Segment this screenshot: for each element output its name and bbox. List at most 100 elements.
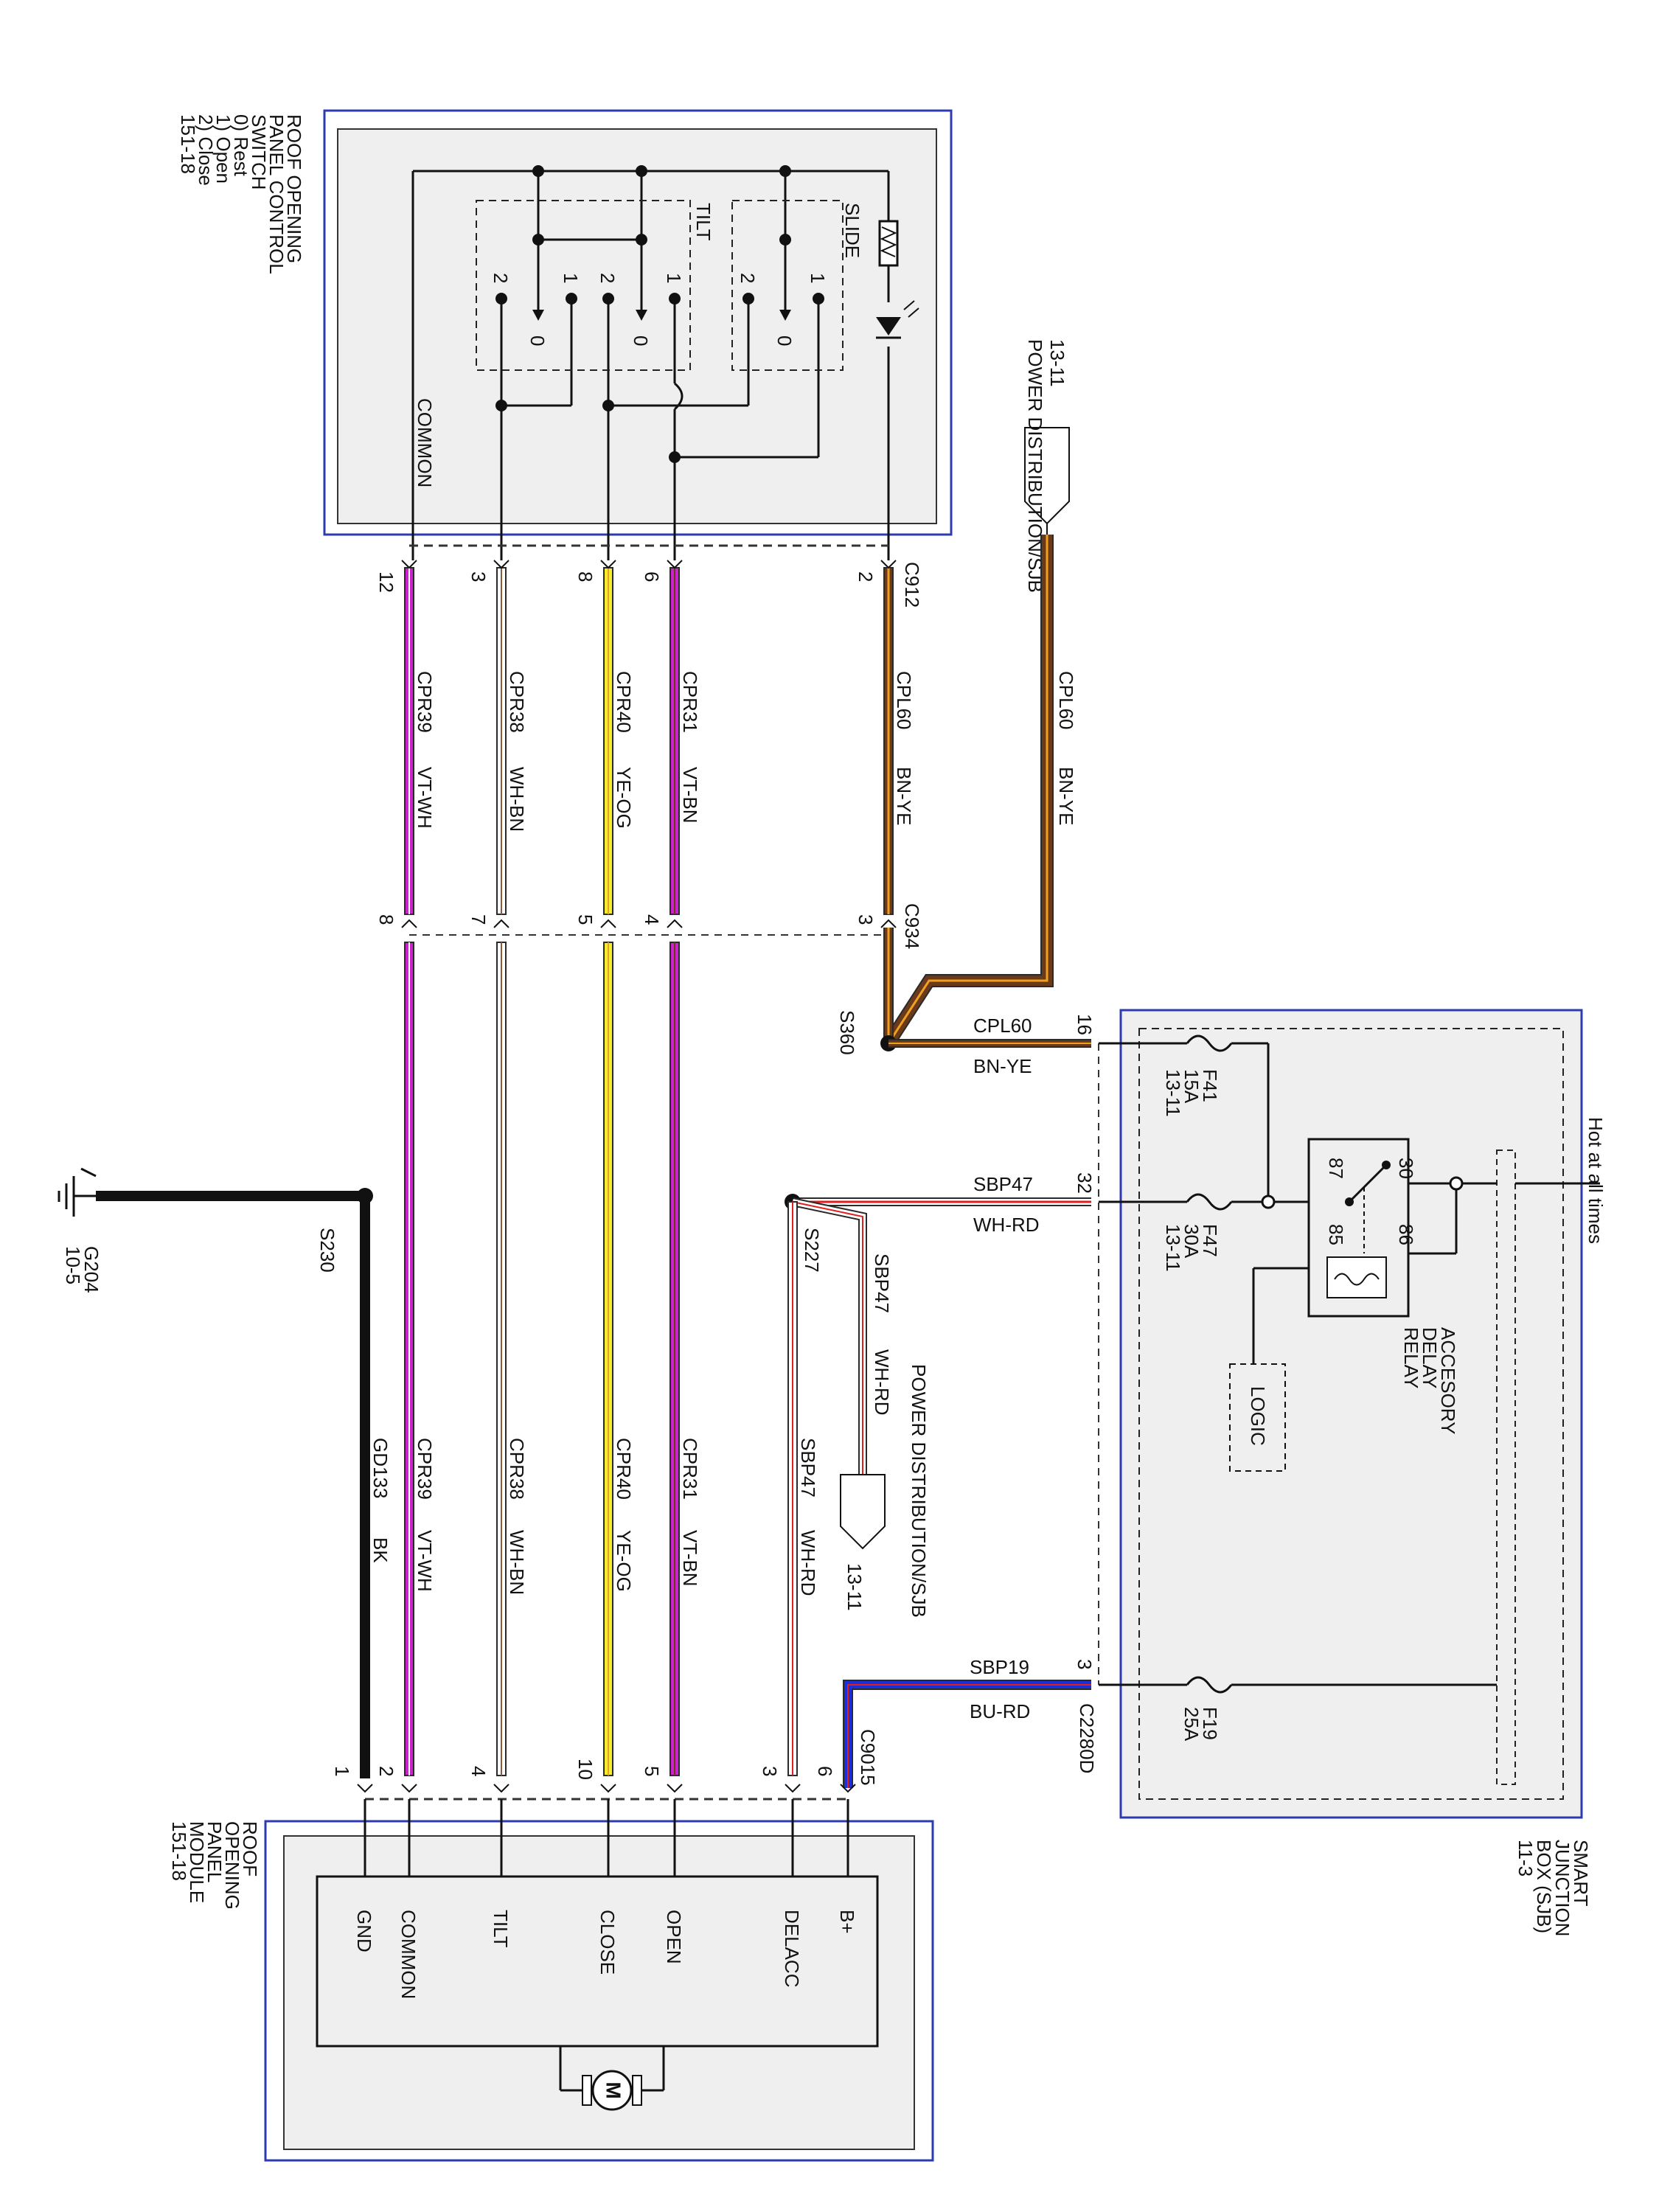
svg-text:7: 7: [467, 914, 490, 925]
svg-text:13-11: 13-11: [1162, 1069, 1184, 1117]
fuse-f41: F41 15A 13-11: [1162, 1069, 1221, 1117]
svg-text:ROOF OPENING: ROOF OPENING: [283, 114, 305, 263]
sbp19-h-circuit: SBP19: [970, 1656, 1029, 1678]
roof-module-block: GND COMMON TILT CLOSE OPEN DELACC B+ M R…: [168, 1799, 934, 2162]
svg-text:ROOF: ROOF: [239, 1821, 261, 1877]
svg-text:0: 0: [773, 335, 796, 346]
lower-harness-wires: [360, 942, 798, 1778]
module-pin-leads: [364, 1799, 849, 1877]
s227-label: S227: [801, 1228, 823, 1273]
switch-common-label: COMMON: [414, 398, 436, 487]
led-icon: [876, 300, 919, 339]
svg-text:10-5: 10-5: [62, 1246, 84, 1284]
c2280d-label: C2280D: [1076, 1703, 1098, 1773]
c9015-label: C9015: [857, 1729, 879, 1786]
hot-at-all-times: Hot at all times: [1585, 1117, 1607, 1244]
svg-text:3: 3: [467, 571, 490, 582]
sjb-title: SMART JUNCTION BOX (SJB) 11-3: [1514, 1840, 1592, 1936]
svg-text:87: 87: [1325, 1158, 1347, 1179]
svg-text:VT-WH: VT-WH: [414, 767, 436, 829]
svg-text:CPR39: CPR39: [414, 671, 436, 733]
module-pin-labels: GND COMMON TILT CLOSE OPEN DELACC B+: [353, 1910, 858, 1999]
svg-text:F47: F47: [1199, 1224, 1221, 1257]
logic-block: LOGIC: [1229, 1363, 1286, 1472]
svg-text:2) Close: 2) Close: [195, 114, 217, 186]
svg-text:30A: 30A: [1180, 1224, 1203, 1259]
svg-text:CPL60: CPL60: [893, 671, 915, 730]
sbp19-h-pin: 3: [1074, 1659, 1096, 1669]
svg-text:1: 1: [560, 273, 582, 283]
svg-text:YE-OG: YE-OG: [613, 767, 635, 829]
svg-text:CPR38: CPR38: [506, 671, 528, 733]
svg-text:SMART: SMART: [1570, 1840, 1592, 1907]
cpl60-top-circuit: CPL60: [1055, 671, 1077, 730]
svg-text:6: 6: [814, 1766, 836, 1776]
lower-wire-labels: GD133 BK CPR39 VT-WH CPR38 WH-BN CPR40 Y…: [369, 1438, 819, 1596]
fuse-f19: F19 25A: [1180, 1707, 1221, 1742]
svg-text:151-18: 151-18: [177, 114, 199, 174]
roof-switch-block: TILT SLIDE 2 1 2 1 2 1 0 0 0 COMMON ROOF…: [177, 109, 953, 560]
svg-text:4: 4: [467, 1766, 490, 1776]
switch-title: ROOF OPENING PANEL CONTROL SWITCH 0) Res…: [177, 114, 305, 274]
slide-dashed-box: [731, 200, 844, 371]
sbp47-h-pin: 32: [1074, 1172, 1096, 1194]
svg-text:MODULE: MODULE: [186, 1821, 208, 1903]
sbp47-h-color: WH-RD: [973, 1214, 1040, 1236]
svg-text:BOX (SJB): BOX (SJB): [1533, 1840, 1555, 1933]
svg-text:1: 1: [807, 273, 829, 283]
svg-text:SBP47: SBP47: [797, 1438, 819, 1498]
svg-text:TILT: TILT: [490, 1910, 512, 1948]
svg-text:2: 2: [490, 273, 512, 283]
svg-text:0: 0: [526, 335, 549, 346]
svg-text:LOGIC: LOGIC: [1247, 1386, 1269, 1446]
sjb-dashed-box: [1138, 1028, 1564, 1800]
svg-text:VT-BN: VT-BN: [679, 767, 701, 824]
power-mid-connector-icon: [840, 1474, 886, 1550]
svg-text:GD133: GD133: [369, 1438, 392, 1498]
module-outer-frame: [264, 1820, 934, 2162]
svg-text:VT-WH: VT-WH: [414, 1530, 436, 1592]
svg-text:3: 3: [759, 1766, 781, 1776]
cpl60-h-circuit: CPL60: [973, 1015, 1032, 1037]
accessory-delay-relay: 30 87 86 85 ACCESORY DELAY RELAY: [1307, 1138, 1459, 1434]
svg-text:CPR40: CPR40: [613, 1438, 635, 1500]
power-distribution-mid: POWER DISTRIBUTION/SJB 13-11: [840, 1364, 930, 1618]
svg-text:8: 8: [574, 571, 597, 582]
svg-text:2: 2: [855, 571, 877, 582]
svg-text:M: M: [602, 2081, 625, 2098]
svg-text:DELAY: DELAY: [1419, 1327, 1441, 1388]
s360-label: S360: [836, 1010, 858, 1055]
relay-coil-icon: [1326, 1256, 1387, 1298]
svg-text:0) Rest: 0) Rest: [230, 114, 252, 177]
switch-junction-dots: [495, 165, 824, 463]
svg-text:CPR40: CPR40: [613, 671, 635, 733]
svg-text:13-11: 13-11: [844, 1563, 866, 1611]
svg-text:JUNCTION: JUNCTION: [1551, 1840, 1573, 1936]
switch-arrow-heads: [532, 310, 791, 321]
svg-text:POWER DISTRIBUTION/SJB: POWER DISTRIBUTION/SJB: [908, 1364, 930, 1618]
tilt-label: TILT: [692, 203, 714, 241]
svg-text:2: 2: [737, 273, 759, 283]
s230-label: S230: [316, 1228, 338, 1273]
switch-inner-box: [337, 128, 937, 524]
svg-text:85: 85: [1325, 1224, 1347, 1245]
svg-text:151-18: 151-18: [168, 1821, 190, 1881]
sbp47-branch-circuit: SBP47: [871, 1253, 893, 1313]
svg-text:F41: F41: [1199, 1069, 1221, 1102]
wire-cpl60-top: [883, 535, 1054, 1047]
sbp47-branch-color: WH-RD: [871, 1349, 893, 1416]
cpl60-h-color: BN-YE: [973, 1055, 1032, 1077]
lower-pin-labels: 1 2 4 10 5 3 6: [331, 1759, 836, 1780]
sbp47-h-circuit: SBP47: [973, 1173, 1033, 1195]
svg-text:WH-RD: WH-RD: [797, 1530, 819, 1596]
svg-text:0: 0: [630, 335, 652, 346]
cpl60-top-color: BN-YE: [1055, 767, 1077, 825]
svg-text:F19: F19: [1199, 1707, 1221, 1740]
svg-text:12: 12: [375, 571, 397, 593]
svg-text:B+: B+: [836, 1910, 858, 1934]
module-ic-box: [316, 1875, 879, 2048]
svg-text:86: 86: [1395, 1224, 1417, 1245]
svg-text:25A: 25A: [1180, 1707, 1203, 1742]
top-harness-wires: [404, 567, 894, 915]
svg-text:VT-BN: VT-BN: [679, 1530, 701, 1587]
